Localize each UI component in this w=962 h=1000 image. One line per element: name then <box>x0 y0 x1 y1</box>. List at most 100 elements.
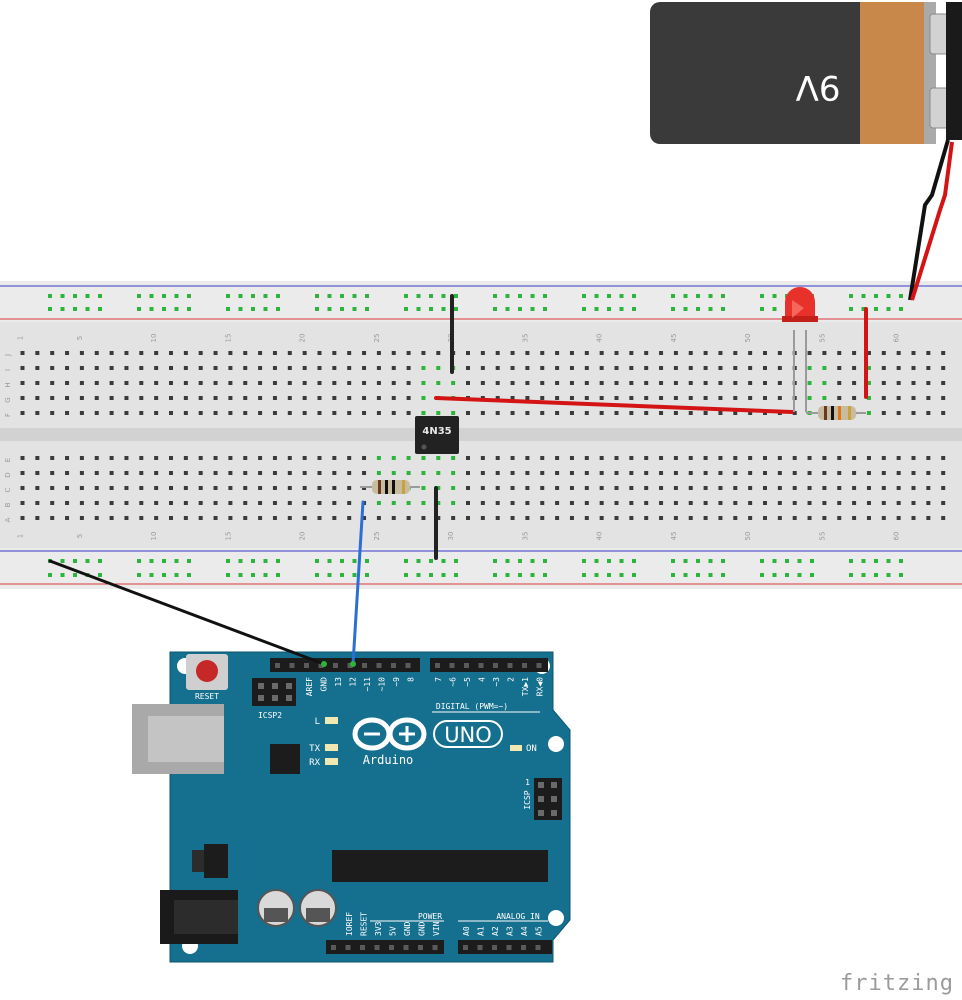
rail-hole <box>810 559 814 563</box>
breadboard-hole <box>436 471 441 475</box>
breadboard-hole <box>763 351 767 355</box>
breadboard-hole <box>94 456 99 460</box>
icsp2-header: ICSP2 <box>252 678 296 720</box>
rail-hole <box>48 573 52 577</box>
breadboard-hole <box>837 396 842 400</box>
breadboard-hole <box>881 486 886 490</box>
breadboard-hole <box>480 471 485 475</box>
rail-hole <box>454 294 458 298</box>
breadboard-hole <box>272 471 277 475</box>
breadboard-hole <box>480 411 485 415</box>
rail-hole <box>861 559 866 563</box>
rail-hole <box>582 294 586 298</box>
rail-hole <box>162 307 166 311</box>
breadboard-hole <box>169 456 173 460</box>
breadboard-hole <box>911 501 916 505</box>
column-number: 20 <box>299 334 307 343</box>
breadboard-hole <box>287 381 292 385</box>
breadboard-hole <box>35 351 40 355</box>
rail-hole <box>899 573 903 577</box>
rail-hole <box>238 307 243 311</box>
breadboard-hole <box>911 381 916 385</box>
breadboard-hole <box>287 366 292 370</box>
rail-hole <box>263 559 268 563</box>
breadboard-hole <box>391 351 396 355</box>
breadboard-hole <box>688 516 693 520</box>
breadboard-hole <box>896 351 901 355</box>
column-number: 55 <box>818 334 826 343</box>
breadboard-hole <box>79 501 84 505</box>
breadboard-hole <box>258 411 263 415</box>
breadboard-hole <box>20 411 25 415</box>
breadboard-hole <box>896 396 901 400</box>
breadboard-hole <box>243 501 248 505</box>
breadboard-hole <box>718 351 723 355</box>
breadboard-hole <box>317 456 322 460</box>
breadboard-hole <box>109 471 114 475</box>
breadboard-hole <box>213 366 218 370</box>
breadboard-hole <box>584 456 589 460</box>
header-pin <box>521 945 526 950</box>
breadboard-hole <box>896 516 901 520</box>
breadboard-hole <box>822 501 827 505</box>
header-pin <box>391 663 396 668</box>
rail-hole <box>365 573 369 577</box>
rail-hole <box>530 573 535 577</box>
rail-hole <box>505 294 510 298</box>
breadboard-hole <box>733 366 738 370</box>
breadboard-hole <box>347 351 352 355</box>
breadboard-hole <box>376 456 381 460</box>
rail-hole <box>60 559 65 563</box>
arduino-uno-board: RESET ICSP2 L TX RX ON <box>132 651 571 963</box>
breadboard-hole <box>733 471 738 475</box>
breadboard-hole <box>673 351 678 355</box>
breadboard-hole <box>406 471 411 475</box>
breadboard-hole <box>451 456 456 460</box>
rail-hole <box>721 559 725 563</box>
breadboard-hole <box>510 366 515 370</box>
rail-hole <box>671 307 675 311</box>
header-pin <box>405 663 411 668</box>
rail-hole <box>886 294 891 298</box>
breadboard-hole <box>466 411 470 415</box>
rail-hole <box>365 559 369 563</box>
breadboard-hole <box>807 501 812 505</box>
rail-hole <box>543 307 547 311</box>
breadboard-hole <box>50 366 55 370</box>
rail-hole <box>352 294 357 298</box>
breadboard-hole <box>94 516 99 520</box>
breadboard-hole <box>555 456 560 460</box>
breadboard-hole <box>65 381 70 385</box>
breadboard-hole <box>763 471 767 475</box>
rail-hole <box>683 307 688 311</box>
breadboard-hole <box>109 486 114 490</box>
breadboard-hole <box>881 456 886 460</box>
breadboard-hole <box>466 456 470 460</box>
breadboard-hole <box>272 381 277 385</box>
breadboard-hole <box>94 501 99 505</box>
breadboard-hole <box>480 516 485 520</box>
breadboard-hole <box>703 501 708 505</box>
rail-hole <box>340 573 344 577</box>
breadboard-hole <box>777 351 782 355</box>
rail-hole <box>874 294 878 298</box>
breadboard-hole <box>777 381 782 385</box>
breadboard-hole <box>569 486 574 490</box>
rail-hole <box>352 307 357 311</box>
breadboard-hole <box>763 516 767 520</box>
breadboard-hole <box>852 366 857 370</box>
battery-9v: 9V <box>650 2 962 144</box>
rail-hole <box>760 307 764 311</box>
breadboard-hole <box>926 471 931 475</box>
breadboard-hole <box>629 366 634 370</box>
breadboard-hole <box>852 381 857 385</box>
breadboard-hole <box>614 456 619 460</box>
breadboard-hole <box>183 411 188 415</box>
breadboard-hole <box>896 471 901 475</box>
breadboard-hole <box>302 471 307 475</box>
breadboard-hole <box>35 381 40 385</box>
column-number: 1 <box>17 534 25 538</box>
breadboard-hole <box>941 456 946 460</box>
breadboard-hole <box>317 501 322 505</box>
